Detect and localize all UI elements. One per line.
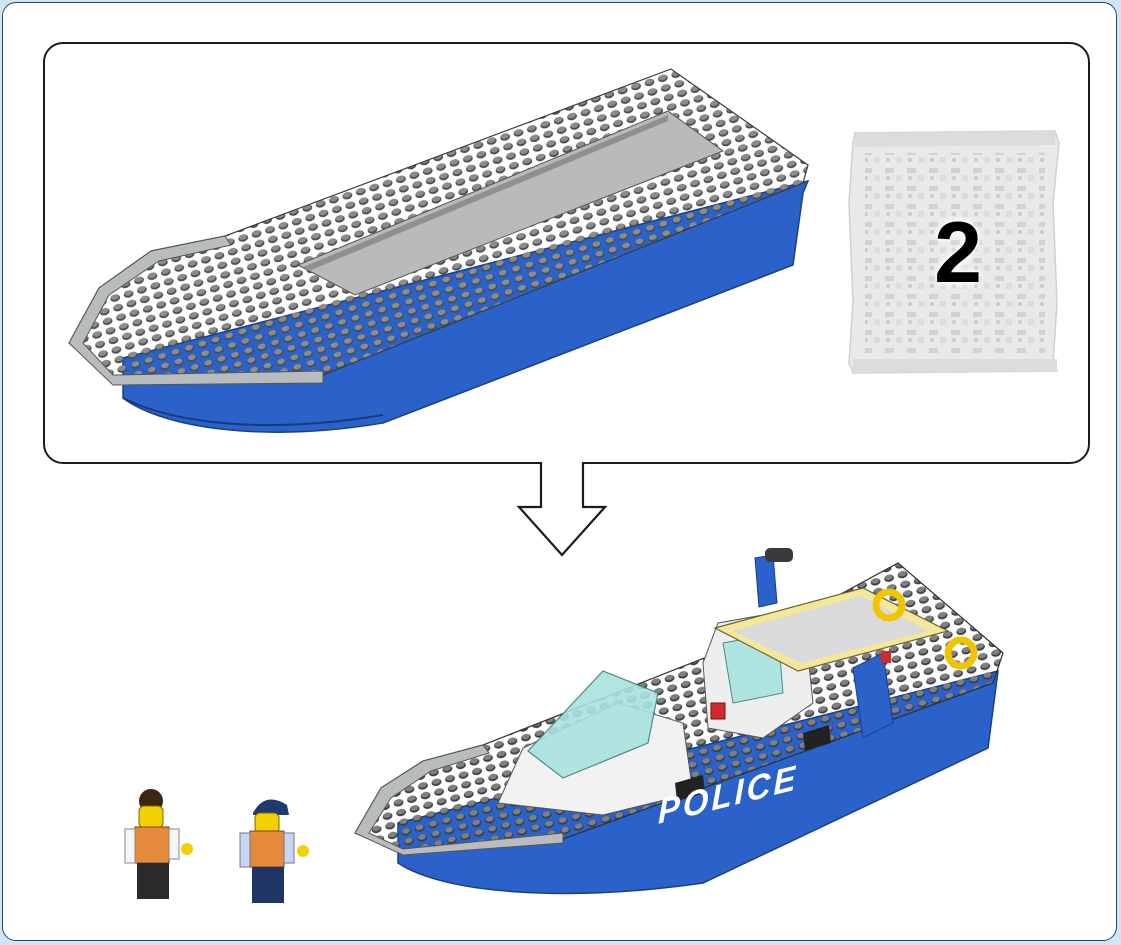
police-boat-model bbox=[355, 548, 1003, 893]
minifigure-male bbox=[240, 800, 309, 903]
bag-number-label: 2 bbox=[923, 203, 993, 303]
minifigure-female bbox=[125, 789, 193, 899]
arrow-down-icon bbox=[519, 462, 605, 555]
instruction-illustration bbox=[3, 3, 1117, 941]
boat-hull-base bbox=[69, 69, 808, 432]
